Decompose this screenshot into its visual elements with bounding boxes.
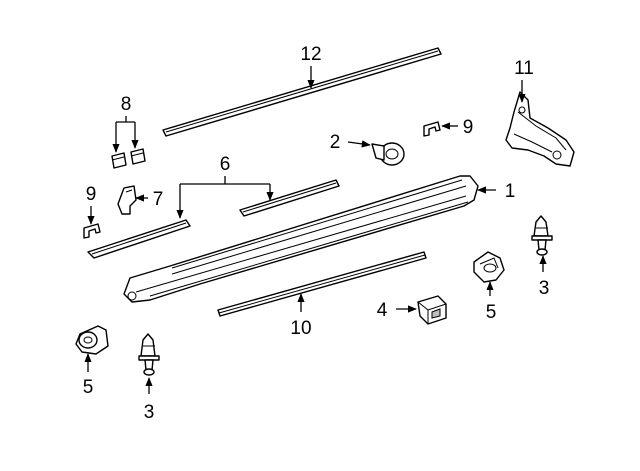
callout-9-lower: 9 <box>86 184 97 205</box>
part-1-rocker-panel <box>123 175 479 303</box>
callout-1: 1 <box>505 181 516 202</box>
part-9-clip-lower <box>83 223 101 239</box>
callout-9-upper: 9 <box>463 117 474 138</box>
callout-12: 12 <box>300 44 321 65</box>
part-5-grommet-left <box>75 325 109 355</box>
callout-5-left: 5 <box>83 377 94 398</box>
leader-lines <box>84 66 547 394</box>
callout-7: 7 <box>153 189 164 210</box>
callout-4: 4 <box>377 300 388 321</box>
callout-8: 8 <box>121 94 132 115</box>
part-5-grommet-right <box>473 251 505 283</box>
callout-3-right: 3 <box>539 278 550 299</box>
part-3-fastener-left <box>138 333 160 376</box>
callout-11: 11 <box>514 58 534 79</box>
callout-2: 2 <box>330 132 341 153</box>
part-8-clips <box>111 148 146 169</box>
part-2-clip <box>371 142 405 166</box>
callout-3-left: 3 <box>144 402 155 423</box>
callout-10: 10 <box>290 318 311 339</box>
part-11-bracket <box>505 91 575 167</box>
callout-labels: 12 11 8 9 2 6 7 1 9 3 5 4 10 5 3 <box>83 44 550 423</box>
part-6-moldings <box>87 179 340 259</box>
part-9-clip-upper <box>423 121 441 137</box>
callout-5-right: 5 <box>486 302 497 323</box>
part-10-molding-strip <box>217 251 427 317</box>
part-7-clip <box>117 185 137 215</box>
part-4-block <box>417 295 447 325</box>
part-3-fastener-right <box>531 215 553 256</box>
part-12-molding-strip <box>162 47 442 137</box>
callout-6: 6 <box>220 154 231 175</box>
